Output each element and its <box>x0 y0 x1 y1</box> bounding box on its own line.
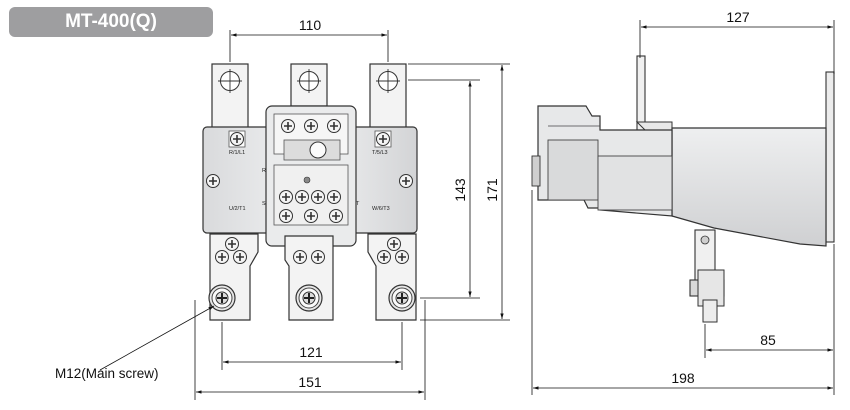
terminal-label-top-left: R/1/L1 <box>229 150 245 156</box>
svg-text:R: R <box>262 168 266 174</box>
main-screw-icon <box>388 284 416 312</box>
side-view: 127 85 198 <box>531 9 835 395</box>
mount-screw-icon <box>398 173 414 189</box>
front-view: R S T R/1/L1 T/5/L3 U/2/T1 W/6/T3 <box>55 17 510 400</box>
dim-height-inner: 143 <box>452 178 468 202</box>
main-screw-note: M12(Main screw) <box>55 366 159 381</box>
svg-text:S: S <box>262 201 266 207</box>
main-screw-icon <box>208 284 236 312</box>
dim-bottom-outer: 151 <box>298 374 322 390</box>
model-title: MT-400(Q) <box>9 7 213 37</box>
terminal-label-bottom-right: W/6/T3 <box>372 206 390 212</box>
mount-screw-icon <box>205 173 221 189</box>
terminal-label-bottom-left: U/2/T1 <box>229 206 246 212</box>
side-body <box>671 127 827 247</box>
dim-side-bottom-total: 198 <box>671 370 695 386</box>
terminal-label-top-right: T/5/L3 <box>372 150 388 156</box>
main-screw-icon <box>295 284 323 312</box>
dim-top-width: 110 <box>299 17 322 33</box>
dim-side-bottom-partial: 85 <box>760 332 776 348</box>
dim-height-outer: 171 <box>484 178 500 202</box>
svg-text:T: T <box>356 201 360 207</box>
dim-side-top-width: 127 <box>726 9 750 25</box>
dim-bottom-inner: 121 <box>299 344 323 360</box>
